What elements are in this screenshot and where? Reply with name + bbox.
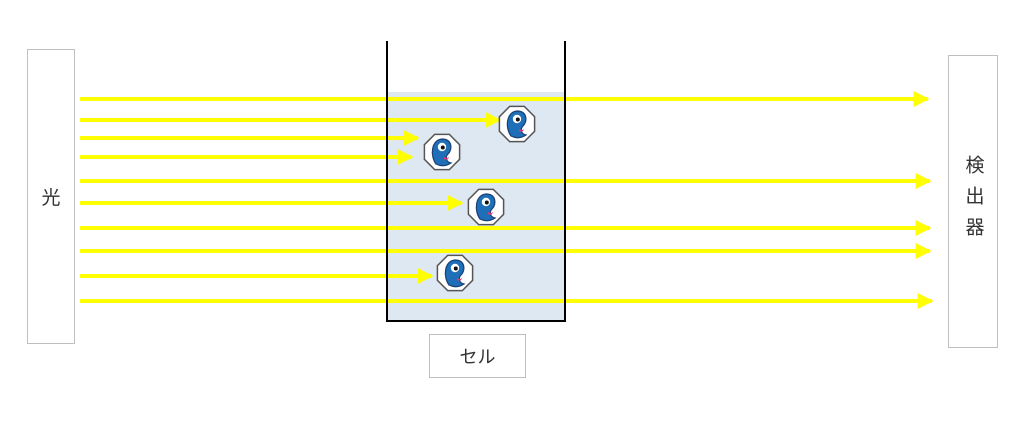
light-source-box: 光: [27, 49, 75, 344]
octagon-blue-creature-icon: [436, 254, 474, 292]
molecules: [423, 105, 536, 292]
cell-label-box: セル: [429, 334, 526, 378]
light-beams: [80, 91, 934, 309]
octagon-blue-creature-icon: [423, 133, 461, 171]
detector-label: 検出器: [962, 155, 985, 248]
detector-box: 検出器: [948, 55, 998, 348]
octagon-blue-creature-icon: [498, 105, 536, 143]
light-source-label: 光: [41, 187, 61, 209]
octagon-blue-creature-icon: [467, 188, 505, 226]
cell-label: セル: [459, 347, 496, 368]
cell-wall: [386, 41, 566, 322]
